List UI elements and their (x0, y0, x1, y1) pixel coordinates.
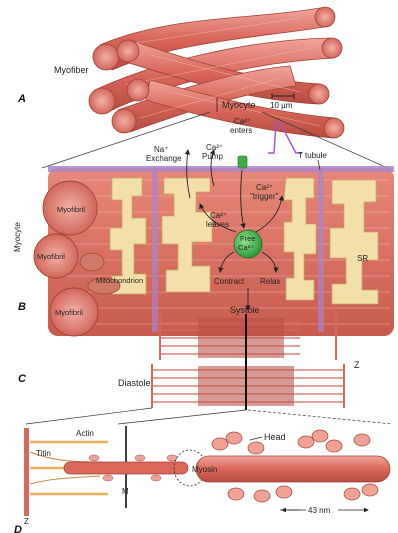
myofibril-label-1: Myofibril (57, 205, 85, 214)
m-label: M (122, 487, 129, 496)
zoom-lines-cd (26, 408, 392, 424)
na-exchange-label: Na⁺Exchange (146, 145, 182, 163)
panel-a-letter: A (17, 93, 26, 105)
myocyte-side-label: Myocyte (13, 222, 22, 252)
relax-label: Relax (260, 277, 280, 286)
z-label-left: Z (24, 517, 29, 526)
head-label: Head (264, 432, 286, 442)
panel-a-myofibers: Myofiber A Myocyte 10 µm (17, 7, 344, 138)
diastole-sarcomere (152, 362, 344, 410)
panel-d-filaments: Actin Titin M Z D Head My (14, 426, 390, 533)
ca-enters-label: Ca²⁺enters (230, 117, 252, 135)
panel-c-letter: C (18, 373, 27, 385)
diastole-label: Diastole (118, 378, 151, 388)
mitochondrion-label: Mitochondrion (96, 276, 143, 285)
sarcolemma (48, 166, 394, 172)
myocyte-label: Myocyte (222, 100, 256, 110)
l-type-ca-channel (238, 156, 247, 168)
myofibril-label-3: Myofibril (55, 308, 83, 317)
z-label-right: Z (354, 360, 360, 370)
ca-leaves-label: Ca²⁺leaves (206, 211, 229, 229)
systole-label: Systole (230, 305, 260, 315)
panel-b-myocyte: Myofibril Myofibril Myofibril Mitochondr… (13, 117, 394, 336)
distance-label: 43 nm (308, 506, 331, 515)
myofiber-bundle (89, 7, 344, 138)
myosin-label: Myosin (192, 465, 217, 474)
ca-pump-label: Ca²⁺Pump (202, 143, 223, 161)
panel-b-letter: B (18, 301, 26, 313)
myofiber-label: Myofiber (54, 65, 89, 75)
actin-label: Actin (76, 429, 94, 438)
scale-bar-label: 10 µm (270, 101, 293, 110)
myofibril-label-2: Myofibril (37, 252, 65, 261)
contract-label: Contract (214, 277, 245, 286)
t-tubule-label: T tubule (298, 151, 327, 160)
sr-label: SR (357, 254, 368, 263)
myosin-filament (64, 430, 390, 502)
panel-d-letter: D (14, 524, 22, 533)
z-disc-bar (24, 428, 29, 516)
titin-label: Titin (36, 449, 51, 458)
